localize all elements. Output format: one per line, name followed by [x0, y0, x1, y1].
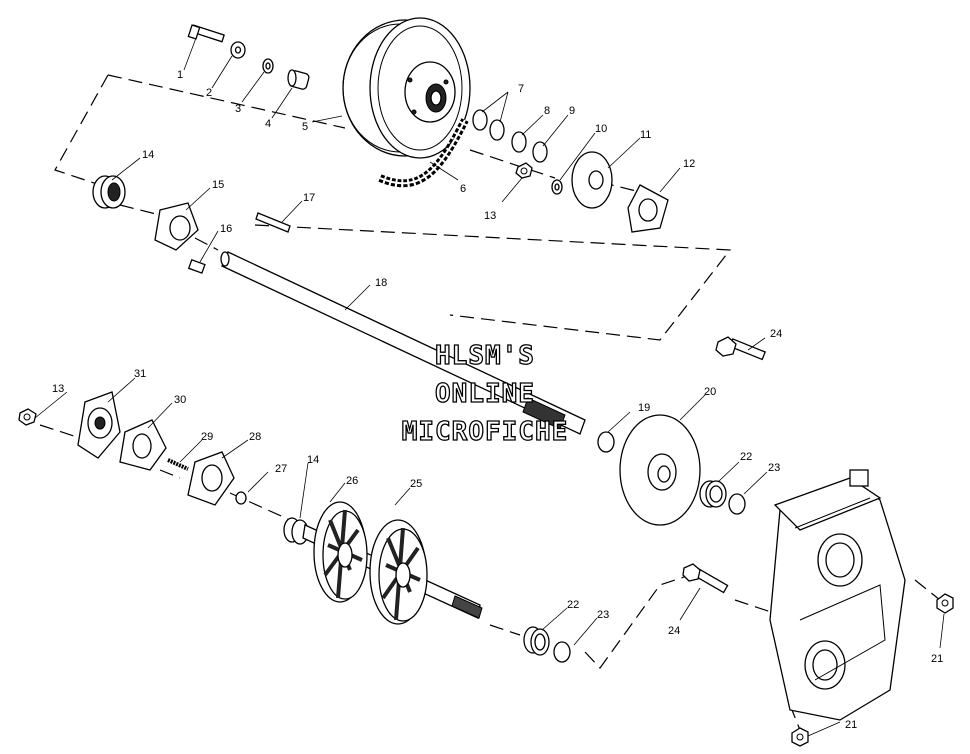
callout-1: 1	[177, 69, 183, 81]
callout-22-upper: 22	[740, 451, 752, 463]
callout-13-upper: 13	[484, 210, 496, 222]
callout-23-lower: 23	[597, 609, 609, 621]
part-28-flange	[187, 451, 235, 506]
part-1-bolt	[187, 24, 225, 43]
part-16-bolt	[187, 259, 206, 274]
part-23-seal-lower	[553, 641, 571, 663]
callout-7: 7	[518, 83, 524, 95]
callout-8: 8	[544, 105, 550, 117]
part-13-nut-lower	[18, 408, 37, 426]
callout-20: 20	[704, 386, 716, 398]
callout-12: 12	[683, 158, 695, 170]
part-21-nut-bottom	[791, 727, 809, 747]
callout-2: 2	[206, 87, 212, 99]
part-21-nut-right	[936, 593, 954, 614]
watermark-line-1: HLSM'S	[435, 341, 535, 371]
callout-23-upper: 23	[768, 462, 780, 474]
part-18-shaft	[220, 251, 586, 435]
callout-30: 30	[174, 394, 186, 406]
callout-19: 19	[638, 402, 650, 414]
callout-13-lower: 13	[52, 383, 64, 395]
callout-labels: 1 2 3 4 5 6 7 8 9 10 11 12 13 14 15 16 1…	[52, 69, 943, 731]
part-22-bearing-lower	[523, 626, 550, 656]
part-24-bolt-lower	[682, 563, 729, 594]
callout-11: 11	[640, 129, 651, 141]
callout-28: 28	[249, 431, 261, 443]
part-23-seal-upper	[728, 493, 746, 515]
leader-lines	[34, 37, 945, 737]
callout-10: 10	[595, 123, 607, 135]
part-19-ring	[597, 431, 615, 453]
part-7-rings	[472, 109, 505, 141]
callout-14-lower: 14	[307, 454, 319, 466]
part-15-flange	[154, 202, 199, 251]
callout-25: 25	[410, 478, 422, 490]
part-24-bolt-upper	[715, 336, 767, 361]
part-22-bearing-upper	[699, 480, 727, 508]
callout-5: 5	[302, 121, 308, 133]
part-13-nut-upper	[515, 162, 533, 179]
watermark: HLSM'S ONLINE MICROFICHE	[401, 340, 569, 447]
callout-29: 29	[201, 431, 213, 443]
part-4-spacer	[287, 69, 310, 90]
part-31-flange	[77, 391, 121, 459]
callout-3: 3	[235, 103, 241, 115]
watermark-line-2: ONLINE	[435, 379, 535, 409]
callout-17: 17	[303, 192, 315, 204]
part-14-bearing-upper	[92, 175, 126, 209]
part-10-washer	[551, 179, 563, 195]
part-20-disc	[619, 414, 701, 526]
callout-15: 15	[212, 179, 224, 191]
part-27-bolt	[235, 491, 247, 505]
part-9-ring	[532, 141, 548, 163]
callout-31: 31	[134, 368, 146, 380]
callout-21-right: 21	[931, 653, 943, 665]
watermark-line-3: MICROFICHE	[402, 417, 569, 447]
callout-24-lower: 24	[668, 625, 680, 637]
part-5-pulley	[342, 17, 471, 159]
callout-27: 27	[275, 463, 287, 475]
part-17-key	[255, 212, 291, 233]
part-25-sprocket-left	[313, 501, 368, 603]
callout-22-lower: 22	[567, 599, 579, 611]
part-25-sprocket-right	[369, 519, 428, 625]
callout-6: 6	[460, 183, 466, 195]
chaincase-housing	[769, 469, 906, 721]
callout-24-upper: 24	[770, 328, 782, 340]
part-11-plate	[571, 151, 613, 209]
callout-9: 9	[569, 105, 575, 117]
callout-14-upper: 14	[142, 149, 154, 161]
callout-18: 18	[375, 277, 387, 289]
callout-21-bottom: 21	[845, 719, 857, 731]
callout-26: 26	[346, 475, 358, 487]
part-30-gasket	[119, 419, 167, 471]
part-3-washer	[262, 58, 274, 74]
part-12-flange	[627, 184, 669, 233]
part-29-pin	[167, 458, 189, 471]
part-2-washer	[230, 41, 246, 59]
callout-4: 4	[265, 118, 271, 130]
part-8-ring	[511, 131, 527, 153]
callout-16: 16	[220, 223, 232, 235]
part-6-chain	[378, 118, 469, 188]
